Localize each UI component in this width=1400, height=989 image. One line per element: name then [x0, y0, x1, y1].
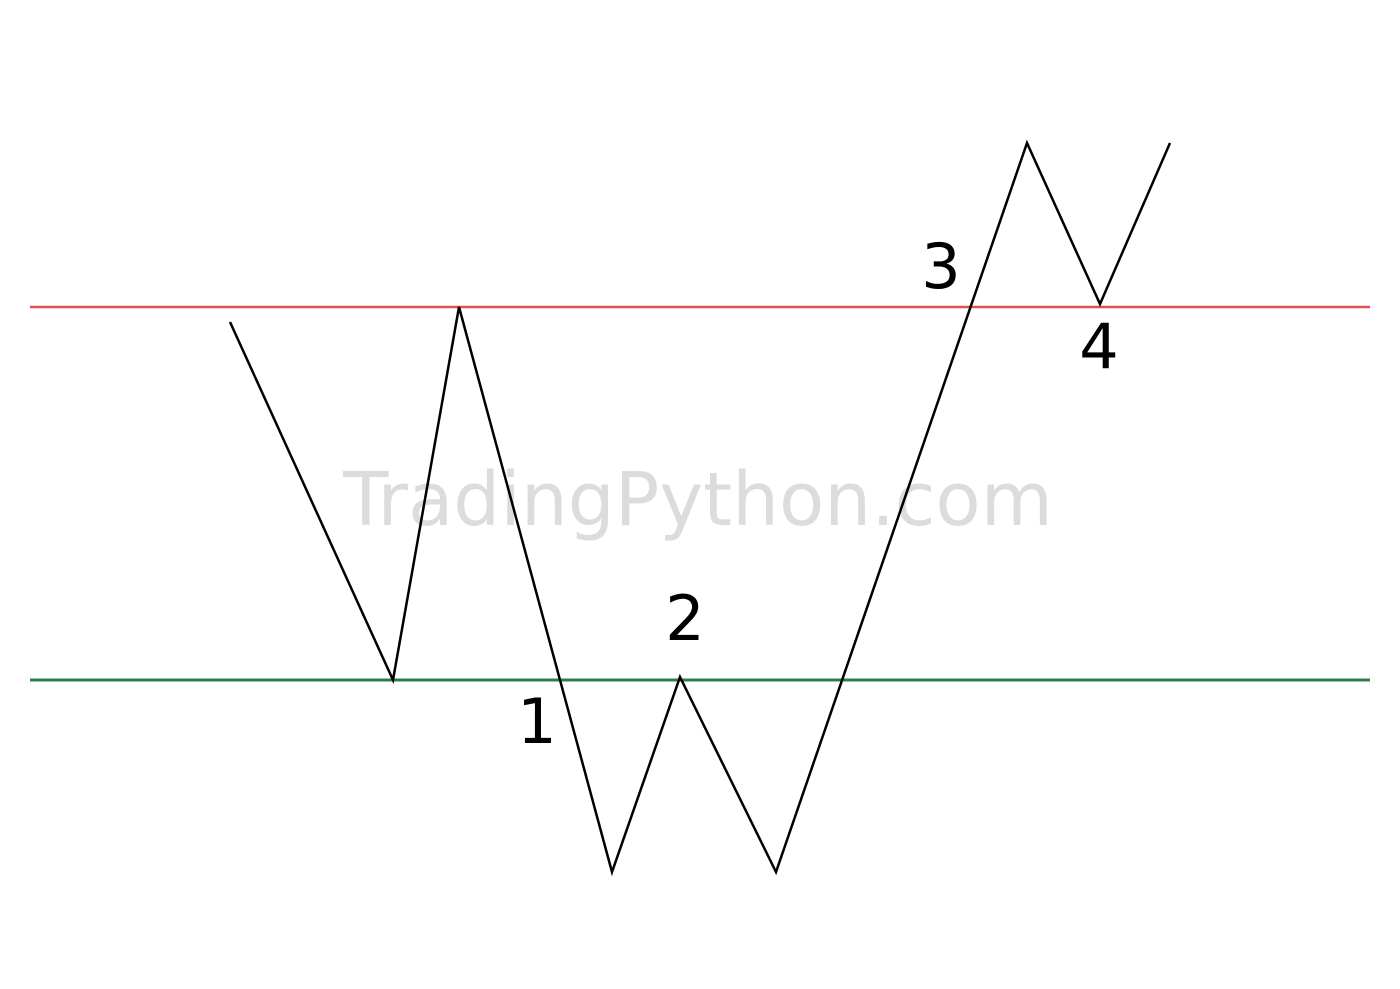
- marker-label-2: 2: [665, 582, 704, 655]
- marker-label-4: 4: [1079, 310, 1118, 383]
- marker-label-1: 1: [517, 685, 556, 758]
- marker-label-3: 3: [921, 230, 960, 303]
- watermark: TradingPython.com: [342, 457, 1053, 543]
- price-path: [228, 139, 1172, 877]
